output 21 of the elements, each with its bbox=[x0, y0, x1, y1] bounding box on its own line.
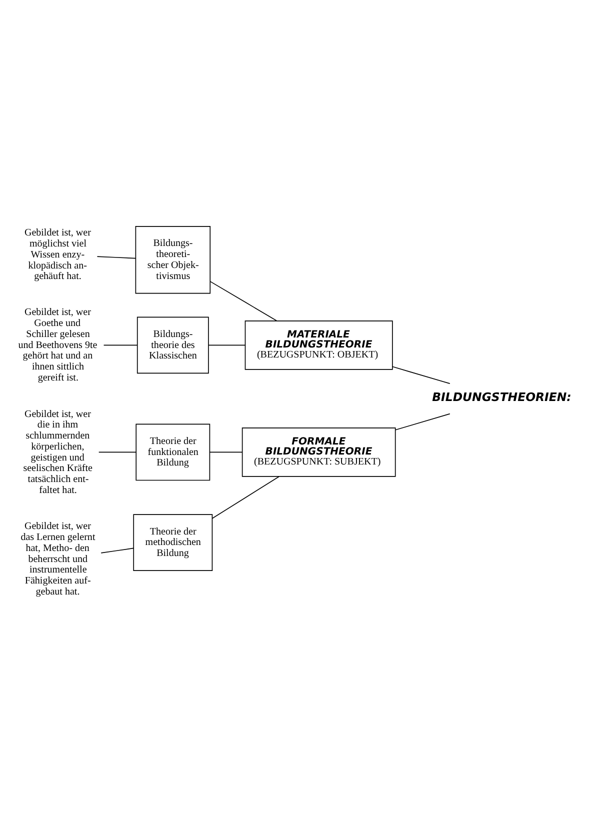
node-box: Bildungs- theoreti- scher Objek- tivismus bbox=[135, 226, 211, 294]
node-text: Gebildet ist, wer Goethe und Schiller gelesen und Beethovens 9te gehört hat und an ihnen sittlich gereift ist. bbox=[18, 306, 98, 383]
connector bbox=[209, 451, 243, 452]
connector bbox=[208, 344, 246, 346]
node-text: Gebildet ist, wer die in ihm schlummernden körperlichen, geistigen und seelischen Kräfte tatsächlich ent- faltet hat. bbox=[23, 408, 92, 496]
node-box: FORMALE BILDUNGSTHEORIE (BEZUGSPUNKT: SUBJEKT) bbox=[242, 427, 396, 476]
connector bbox=[210, 280, 278, 321]
connector bbox=[395, 412, 450, 430]
connector bbox=[96, 256, 136, 258]
connector bbox=[103, 344, 138, 346]
node-box: Theorie der funktionalen Bildung bbox=[136, 423, 210, 480]
connector bbox=[98, 451, 136, 452]
node-text: BILDUNGSTHEORIEN: bbox=[432, 389, 572, 404]
node-text: Gebildet ist, wer das Lernen gelernt hat, Metho- den beherrscht und instrumentelle Fähigkeiten auf- gebaut hat. bbox=[20, 520, 96, 597]
node-box: MATERIALE BILDUNGSTHEORIE (BEZUGSPUNKT: OBJEKT) bbox=[244, 320, 393, 370]
connector bbox=[392, 366, 450, 384]
connector bbox=[212, 476, 280, 518]
node-text: Gebildet ist, wer möglichst viel Wissen enzy- klopädisch an- gehäuft hat. bbox=[24, 227, 91, 282]
node-box: Bildungs- theorie des Klassischen bbox=[136, 316, 209, 374]
node-box: Theorie der methodischen Bildung bbox=[133, 514, 213, 570]
connector bbox=[100, 547, 134, 553]
